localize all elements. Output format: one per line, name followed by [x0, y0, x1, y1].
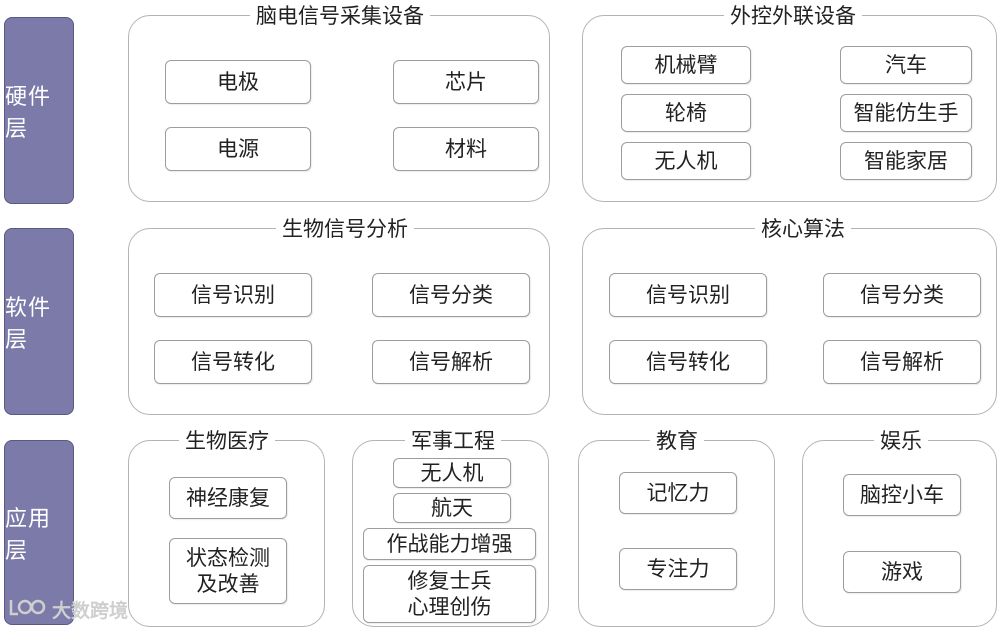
- group-biomedical: 生物医疗 神经康复 状态检测 及改善: [128, 429, 325, 627]
- item-state-detection: 状态检测 及改善: [169, 538, 287, 604]
- layer-label-hardware: 硬件层: [4, 17, 74, 204]
- item-focus: 专注力: [619, 548, 737, 590]
- item-power: 电源: [165, 127, 311, 171]
- group-title: 生物信号分析: [276, 217, 414, 241]
- group-title: 娱乐: [874, 429, 928, 453]
- item-trauma-repair: 修复士兵 心理创伤: [363, 565, 536, 623]
- logo-icon: [8, 596, 46, 623]
- item-neuro-rehab: 神经康复: [169, 477, 287, 519]
- group-title: 外控外联设备: [724, 4, 862, 28]
- group-bio-signal-analysis: 生物信号分析 信号识别 信号分类 信号转化 信号解析: [128, 217, 550, 415]
- item-signal-recognition: 信号识别: [609, 273, 767, 317]
- group-core-algorithms: 核心算法 信号识别 信号分类 信号转化 信号解析: [582, 217, 997, 415]
- watermark: 大数跨境: [8, 596, 128, 623]
- item-drone: 无人机: [621, 142, 751, 180]
- layer-label-software: 软件层: [4, 228, 74, 415]
- item-memory: 记忆力: [619, 472, 737, 514]
- item-robot-arm: 机械臂: [621, 46, 751, 84]
- group-title: 核心算法: [755, 217, 851, 241]
- item-combat-enhancement: 作战能力增强: [363, 528, 536, 560]
- group-education: 教育 记忆力 专注力: [578, 429, 775, 627]
- layer-label-application: 应用层: [4, 440, 74, 625]
- group-military-engineering: 军事工程 无人机 航天 作战能力增强 修复士兵 心理创伤: [352, 429, 549, 627]
- item-wheelchair: 轮椅: [621, 94, 751, 132]
- group-eeg-devices: 脑电信号采集设备 电极 芯片 电源 材料: [128, 4, 550, 202]
- item-aerospace: 航天: [393, 493, 511, 523]
- item-signal-classification: 信号分类: [823, 273, 981, 317]
- item-bionic-hand: 智能仿生手: [840, 94, 972, 132]
- item-material: 材料: [393, 127, 539, 171]
- group-title: 教育: [650, 429, 704, 453]
- item-chip: 芯片: [393, 60, 539, 104]
- group-title: 脑电信号采集设备: [250, 4, 430, 28]
- item-signal-classification: 信号分类: [372, 273, 530, 317]
- item-brain-controlled-car: 脑控小车: [843, 474, 961, 516]
- item-signal-conversion: 信号转化: [154, 340, 312, 384]
- watermark-text: 大数跨境: [52, 600, 129, 622]
- group-entertainment: 娱乐 脑控小车 游戏: [802, 429, 997, 627]
- group-title: 军事工程: [405, 429, 501, 453]
- item-signal-conversion: 信号转化: [609, 340, 767, 384]
- item-smart-home: 智能家居: [840, 142, 972, 180]
- item-signal-recognition: 信号识别: [154, 273, 312, 317]
- group-external-devices: 外控外联设备 机械臂 汽车 轮椅 智能仿生手 无人机 智能家居: [582, 4, 997, 202]
- item-car: 汽车: [840, 46, 972, 84]
- group-title: 生物医疗: [179, 429, 275, 453]
- item-signal-parsing: 信号解析: [823, 340, 981, 384]
- item-drone: 无人机: [393, 458, 511, 488]
- item-electrode: 电极: [165, 60, 311, 104]
- item-signal-parsing: 信号解析: [372, 340, 530, 384]
- item-game: 游戏: [843, 551, 961, 593]
